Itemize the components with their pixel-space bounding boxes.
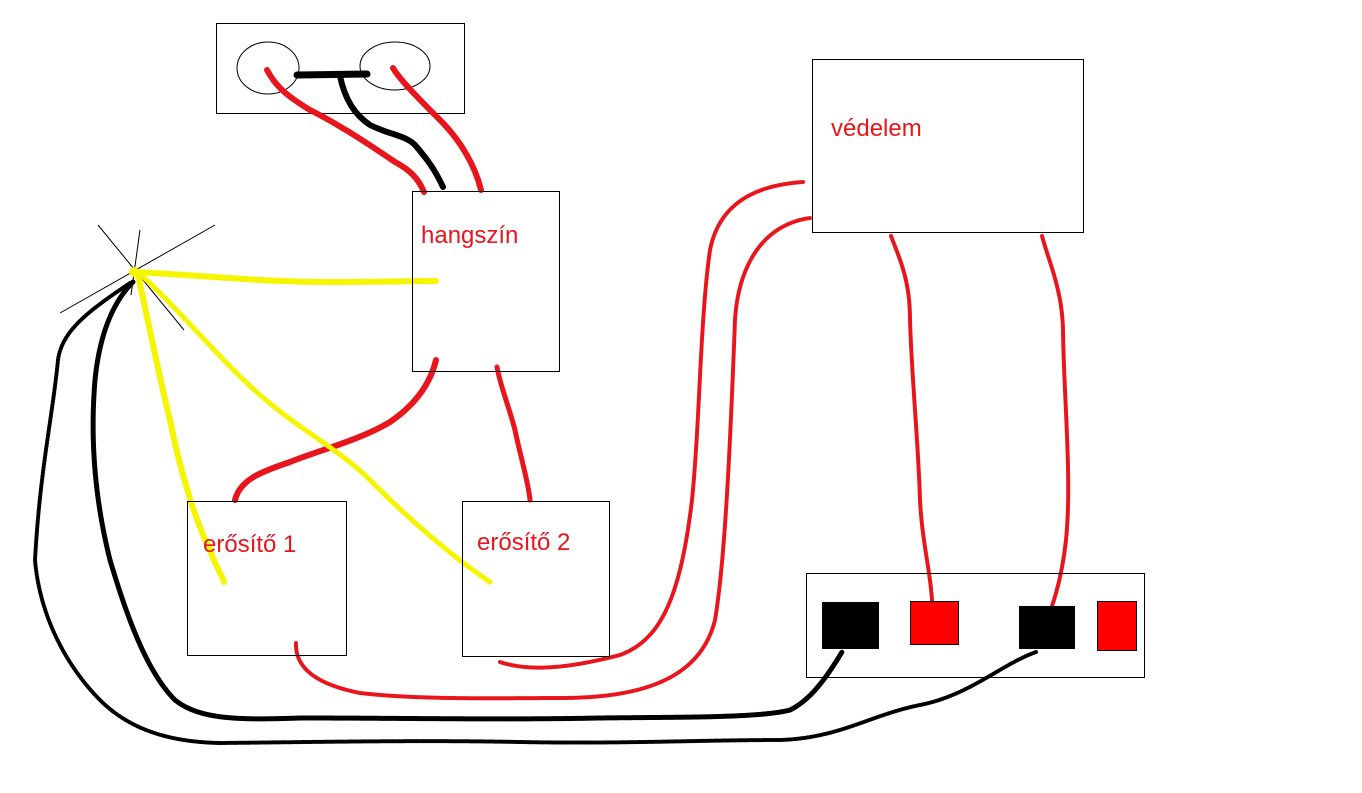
wire-red-protection-speaker-red1 <box>889 234 934 602</box>
wire-black-power-bridge <box>293 70 371 79</box>
amplifier-1-block <box>187 501 347 656</box>
speaker-terminal-black-2 <box>1019 606 1075 649</box>
wire-red-amp1-protection <box>293 216 812 701</box>
wire-yellow-amp2-ground <box>137 271 493 585</box>
wire-black-ground-speaker1 <box>90 279 845 722</box>
speaker-terminal-red-2 <box>1097 601 1137 651</box>
amplifier-2-block <box>462 501 610 657</box>
power-connector-right <box>359 41 431 91</box>
tone-control-block <box>412 191 560 372</box>
wire-red-power-left-tone <box>264 67 427 195</box>
amplifier-2-label: erősítő 2 <box>477 529 571 556</box>
wire-black-power-tone <box>337 73 446 190</box>
speaker-terminal-black-1 <box>822 602 879 649</box>
wire-red-protection-speaker-black2 <box>1040 234 1071 620</box>
wire-yellow-amp1-ground <box>135 272 227 585</box>
wire-red-amp2-protection <box>498 180 805 670</box>
wire-red-power-right-tone <box>390 65 484 193</box>
speaker-terminal-red-1 <box>910 601 959 645</box>
wire-black-ground-speaker2 <box>33 281 1038 745</box>
power-connector-left <box>236 41 300 95</box>
speaker-terminal-block <box>806 573 1145 678</box>
tone-control-label: hangszín <box>421 222 519 249</box>
protection-block <box>812 59 1084 233</box>
wire-red-tone-amp1 <box>232 357 439 503</box>
wire-yellow-tone-ground <box>131 269 439 285</box>
amplifier-1-label: erősítő 1 <box>203 531 297 558</box>
yellow-wires <box>131 269 493 585</box>
power-input-box <box>216 23 465 114</box>
wire-red-tone-amp2 <box>494 364 533 503</box>
protection-label: védelem <box>831 115 922 142</box>
black-wires <box>33 70 1038 745</box>
ground-point-center <box>129 267 139 277</box>
